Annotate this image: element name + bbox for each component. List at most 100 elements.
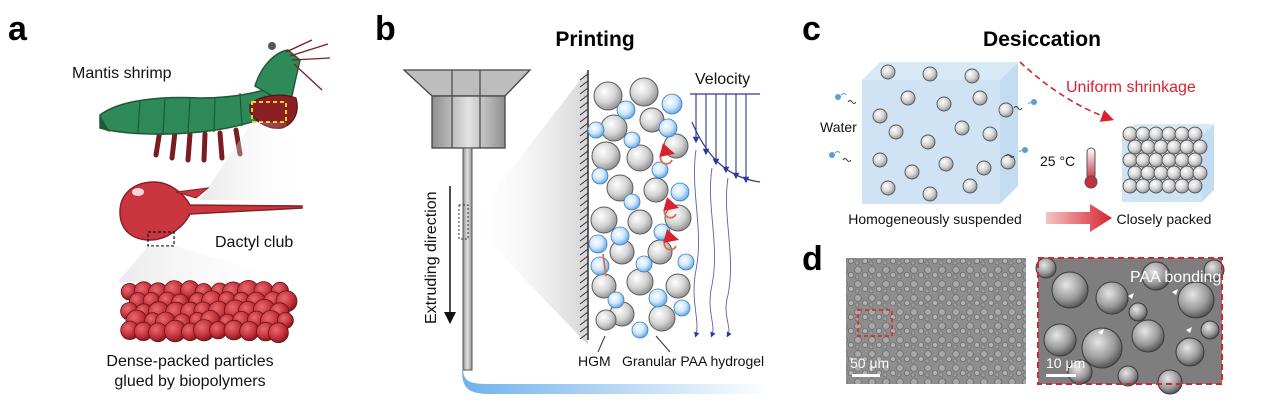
velocity-label: Velocity [695,71,750,88]
hgm-particle [629,77,659,107]
bonding-markers [1098,289,1192,335]
hydrogel-particle [623,193,641,211]
sem-sphere [1175,337,1205,367]
hydrogel-particle [670,182,690,202]
packed-particle [1174,152,1190,168]
packed-particle [1187,152,1203,168]
printing-title: Printing [555,28,634,51]
scale-label-left: 50 μm [850,355,889,371]
hgm-particle [626,268,654,296]
sem-zoom-box [857,309,893,337]
packed-particle [1135,178,1151,194]
panel-c: c Desiccation Water Uniform shrinkage [802,10,1214,232]
temperature-label: 25 °C [1040,153,1075,169]
packed-particle [1174,126,1190,142]
suspended-particle [872,152,888,168]
sem-sphere [1177,281,1215,319]
hydrogel-particle [673,299,691,317]
shrinkage-label: Uniform shrinkage [1066,79,1196,96]
hydrogel-particle [591,167,609,185]
sem-sphere [1128,302,1148,322]
sem-image-high-mag: 10 μm PAA bonding [1035,257,1225,395]
packed-particle [1192,165,1208,181]
hgm-label: HGM [578,353,611,369]
hydrogel-particle [677,253,695,271]
dense-packed-particles [120,279,298,344]
panel-a: a Mantis shrimp [8,10,331,390]
channel-particles [587,77,695,339]
suspended-particle [936,96,952,112]
suspended-particle [888,124,904,140]
zoom-fan-a2 [118,246,300,282]
packed-particle [1166,139,1182,155]
hydrogel-particle [651,161,669,179]
hydrogel-particle [610,226,630,246]
hgm-particle [595,309,617,331]
suspended-particle [922,186,938,202]
hgm-particle [647,239,673,265]
suspended-particle [982,126,998,142]
extruding-direction-label: Extruding direction [423,191,440,324]
hydrogel-particle [587,121,605,139]
hydrogel-label: Granular PAA hydrogel [622,353,764,369]
transition-arrow [1046,204,1112,232]
dactyl-club-label: Dactyl club [215,234,293,251]
mantis-shrimp-illustration [99,39,331,163]
packed-particle [1192,139,1208,155]
water-droplets [829,93,1037,158]
packed-particle [1127,139,1143,155]
packed-particle [1140,139,1156,155]
sem-sphere [1081,327,1123,369]
packed-particle [1148,152,1164,168]
mantis-shrimp-label: Mantis shrimp [72,65,172,82]
suspended-particle [922,66,938,82]
suspended-particle [880,180,896,196]
hgm-particle [593,81,623,111]
hydrogel-particle [588,234,608,254]
packed-particle [1161,126,1177,142]
zoom-fan-b [470,70,588,345]
packed-particle [1122,178,1138,194]
thermometer-icon [1084,147,1098,189]
packed-particle [1122,152,1138,168]
red-particle [267,322,289,344]
packed-particle [1179,165,1195,181]
hgm-particle [663,133,689,159]
water-label: Water [820,119,857,135]
evaporation-marks [842,100,1023,162]
packed-particle [1127,165,1143,181]
packed-particle [1161,178,1177,194]
hydrogel-particle [623,131,641,149]
particles-caption-line1: Dense-packed particles [106,353,273,370]
hgm-particle [591,141,621,171]
sem-sphere [1035,257,1057,279]
printed-filament [462,368,770,394]
hgm-particle [643,177,669,203]
sem-image-low-mag: 50 μm [846,258,1026,384]
homogeneously-suspended-label: Homogeneously suspended [848,211,1022,227]
sem-sphere [1095,281,1129,315]
hydrogel-leader [655,335,671,353]
suspended-particle [998,102,1014,118]
packed-particle [1187,126,1203,142]
suspended-particle [900,90,916,106]
print-nozzle [402,69,532,371]
panel-c-letter: c [802,10,821,48]
hydrogel-particle [607,291,625,309]
hgm-particle [590,206,618,234]
velocity-profile: Velocity [690,71,761,338]
sem-sphere [1051,271,1089,309]
hydrogel-particle [635,255,653,273]
hydrogel-particle [648,288,668,308]
dactyl-club-illustration [119,181,303,247]
suspended-particle [972,90,988,106]
packed-particle [1174,178,1190,194]
sem-sphere [1200,320,1220,340]
panel-b-letter: b [375,10,396,48]
packed-particle [1153,165,1169,181]
hgm-leader [597,335,606,353]
hgm-particle [627,209,653,235]
hydrogel-particle [658,118,678,138]
packed-particle [1179,139,1195,155]
